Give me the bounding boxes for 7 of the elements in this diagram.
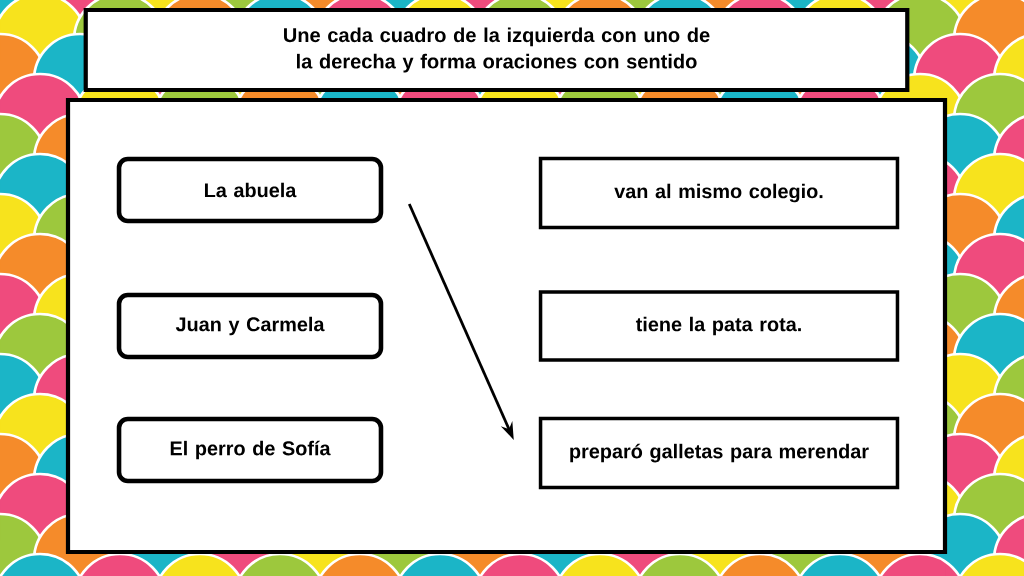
title-box: Une cada cuadro de la izquierda con uno de la derecha y forma oraciones con sentido xyxy=(83,7,910,93)
text-box: van al mismo colegio. xyxy=(538,156,900,230)
rounded-text-box: Juan y Carmela xyxy=(116,292,384,360)
text-box: preparó galletas para merendar xyxy=(538,416,900,490)
rounded-text-box: La abuela xyxy=(116,156,384,224)
text-box: tiene la pata rota. xyxy=(538,290,900,362)
rounded-text-box: El perro de Sofía xyxy=(116,416,384,484)
